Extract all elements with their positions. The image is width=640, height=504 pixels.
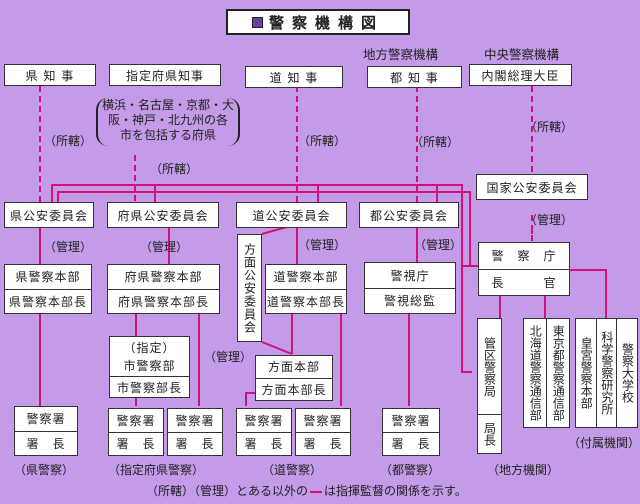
shi-keisatsu-shitei: （指定） <box>123 340 176 355</box>
npa-name: 警 察 庁 <box>491 249 557 264</box>
box-station-shitei-1: 警察署 署 長 <box>108 408 164 456</box>
caption-shitei: （指定府県警察） <box>108 463 205 477</box>
label-shokatsu-fuken: （所轄） <box>150 162 199 176</box>
npa-chief: 長 官 <box>479 268 569 296</box>
to-hq-chief: 警視総監 <box>365 287 455 314</box>
supervision-line-inner <box>57 191 471 266</box>
station-name: 警察署 <box>175 413 215 428</box>
shitei-note-line: 市を包括する府県 <box>119 128 216 142</box>
to-hq-name: 警視庁 <box>390 268 430 283</box>
ken-hq-chief: 県警察本部長 <box>5 288 91 314</box>
attached-kagaku: 科学警察研究所 <box>595 319 617 427</box>
box-homen-koan: 方面公安委員会 <box>237 234 262 342</box>
box-tsushin: 北海道警察通信部 東京都警察通信部 <box>523 318 570 428</box>
shitei-note-line: 横浜・名古屋・京都・大 <box>101 98 234 112</box>
station-name: 警察署 <box>303 413 343 428</box>
station-chief: 署 長 <box>109 431 163 456</box>
box-to-koan: 都公安委員会 <box>359 202 459 228</box>
label-kanri-do: （管理） <box>298 238 347 252</box>
box-station-shitei-2: 警察署 署 長 <box>167 408 223 456</box>
shitei-note-line: 阪・神戸・北九州の各 <box>107 113 228 127</box>
attached-kougu: 皇宮警察本部 <box>579 337 594 409</box>
shi-keisatsu-name: 市警察部 <box>123 358 176 373</box>
header-central: 中央警察機構 <box>484 47 560 62</box>
shi-keisatsu-chief: 市警察部長 <box>110 376 189 397</box>
station-chief: 署 長 <box>168 431 222 456</box>
box-ken-chiji: 県 知 事 <box>4 64 96 86</box>
title-text: 警察機構図 <box>268 13 384 32</box>
box-kanku: 管区警察局 局長 <box>477 318 502 454</box>
station-name: 警察署 <box>26 412 66 427</box>
box-homen-hq: 方面本部 方面本部長 <box>255 355 333 401</box>
label-shokatsu-to: （所轄） <box>411 135 460 149</box>
page-title: 警察機構図 <box>226 9 410 35</box>
homen-hq-chief: 方面本部長 <box>256 377 332 401</box>
box-to-chiji: 都 知 事 <box>367 66 462 88</box>
caption-fuzoku: （付属機関） <box>568 436 640 450</box>
box-shitei-chiji: 指定府県知事 <box>109 64 221 86</box>
line-legend-icon <box>310 490 323 493</box>
box-station-ken: 警察署 署 長 <box>14 406 78 456</box>
caption-chiho: （地方機関） <box>487 463 560 477</box>
box-station-do-2: 警察署 署 長 <box>295 408 351 456</box>
label-shokatsu-ken: （所轄） <box>44 134 93 148</box>
box-attached: 皇宮警察本部 科学警察研究所 警察大学校 <box>575 318 638 428</box>
label-kanri-to: （管理） <box>414 238 463 252</box>
supervision-line-outer <box>51 184 463 266</box>
station-name: 警察署 <box>244 413 284 428</box>
caption-ken: （県警察） <box>14 463 75 477</box>
box-shi-keisatsu: （指定） 市警察部 市警察部長 <box>109 336 190 398</box>
box-ken-hq: 県警察本部 県警察本部長 <box>4 264 92 314</box>
footnote-before: （所轄）（管理）とある以外の <box>146 484 309 498</box>
label-kanri-kokka: （管理） <box>525 213 574 227</box>
station-chief: 署 長 <box>237 431 291 456</box>
attached-daigakko: 警察大学校 <box>616 319 637 427</box>
fuken-hq-name: 府県警察本部 <box>124 270 203 285</box>
footnote-after: は指揮監督の関係を示す。 <box>324 484 467 498</box>
box-npa: 警 察 庁 長 官 <box>478 242 570 296</box>
box-do-hq: 道警察本部 道警察本部長 <box>265 264 347 314</box>
footnote: （所轄）（管理）とある以外の は指揮監督の関係を示す。 <box>146 482 467 499</box>
box-ken-koan: 県公安委員会 <box>4 202 94 228</box>
do-hq-name: 道警察本部 <box>273 270 339 285</box>
hokkaido-tsushin: 北海道警察通信部 <box>528 325 543 421</box>
caption-to: （都警察） <box>380 463 441 477</box>
station-chief: 署 長 <box>296 431 350 456</box>
shitei-note: 横浜・名古屋・京都・大 阪・神戸・北九州の各 市を包括する府県 <box>96 98 240 146</box>
kanku-name: 管区警察局 <box>482 336 497 397</box>
station-name: 警察署 <box>116 413 156 428</box>
kanku-chief: 局長 <box>478 414 501 453</box>
box-do-chiji: 道 知 事 <box>245 66 343 88</box>
do-hq-chief: 道警察本部長 <box>266 288 346 314</box>
station-chief: 署 長 <box>15 430 77 456</box>
label-kanri-fuken: （管理） <box>140 240 189 254</box>
label-kanri-ken: （管理） <box>44 240 93 254</box>
homen-hq-name: 方面本部 <box>267 360 320 375</box>
box-station-do-1: 警察署 署 長 <box>236 408 292 456</box>
box-fuken-koan: 府県公安委員会 <box>107 202 219 228</box>
station-name: 警察署 <box>391 413 431 428</box>
tokyo-tsushin: 東京都警察通信部 <box>546 319 569 427</box>
label-shokatsu-kokka: （所轄） <box>525 120 574 134</box>
label-shokatsu-do: （所轄） <box>298 134 347 148</box>
title-bullet-icon <box>251 16 263 28</box>
box-kokka-koan: 国家公安委員会 <box>476 174 588 200</box>
caption-do: （道警察） <box>262 463 323 477</box>
box-do-koan: 道公安委員会 <box>236 202 347 228</box>
box-fuken-hq: 府県警察本部 府県警察本部長 <box>107 264 220 314</box>
shi-keisatsu-top: （指定） 市警察部 <box>110 337 189 376</box>
ken-hq-name: 県警察本部 <box>15 270 81 285</box>
box-station-to: 警察署 署 長 <box>382 408 440 456</box>
label-kanri-shi: （管理） <box>204 350 253 364</box>
box-to-hq: 警視庁 警視総監 <box>364 262 456 314</box>
header-local: 地方警察機構 <box>363 47 439 62</box>
fuken-hq-chief: 府県警察本部長 <box>108 288 219 314</box>
station-chief: 署 長 <box>383 431 439 456</box>
box-naikaku: 内閣総理大臣 <box>469 64 572 86</box>
